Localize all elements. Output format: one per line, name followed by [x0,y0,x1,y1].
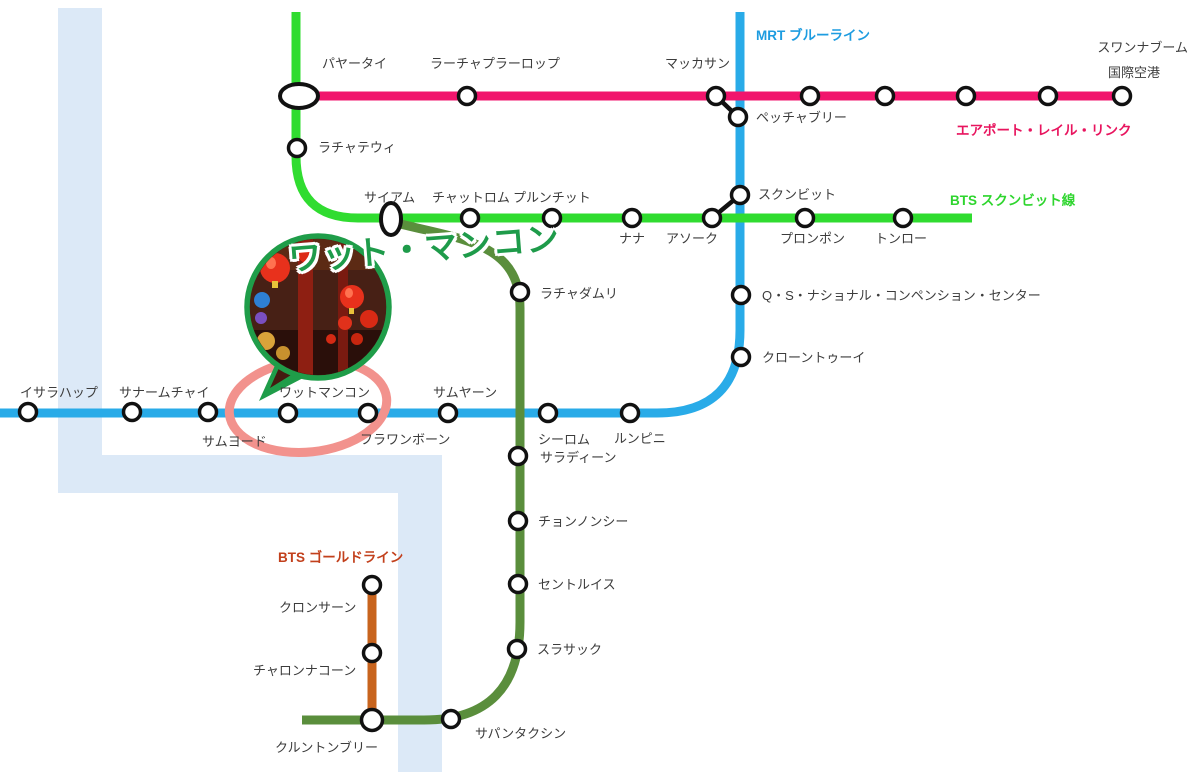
station-chit-lom [459,207,481,229]
airport-rail-link-label: エアポート・レイル・リンク [956,123,1132,138]
station-label-ratchathewi: ラチャテウィ [318,140,396,155]
station-arl [955,85,977,107]
station-thong-lo [892,207,914,229]
station-krung-thonburi-interchange [359,707,385,733]
station-ratchathewi [286,137,308,159]
station-nana [621,207,643,229]
station-label-itsaraphap: イサラハップ [20,385,98,400]
station-label-ratchadamri: ラチャダムリ [540,286,618,301]
station-phrom-phong [794,207,816,229]
station-label-thong-lo: トンロー [875,231,928,246]
wat-mangkon-photo-bubble [244,233,392,401]
chao-phraya-river [58,8,442,772]
station-phaya-thai-interchange [278,82,320,110]
station-label-sala-daeng: サラディーン [540,450,617,465]
station-label-sanam-chai: サナームチャイ [119,385,210,400]
station-label-saphan-taksin: サパンタクシン [475,726,567,741]
station-markers [17,82,1133,733]
station-hua-lamphong [357,402,379,424]
station-label-krung-thonburi: クルントンブリー [275,740,378,755]
station-label-charoen-nakhon: チャロンナコーン [253,663,357,678]
station-arl [799,85,821,107]
station-sam-yot [197,401,219,423]
station-sukhumvit [729,184,751,206]
station-label-phaya-thai: パヤータイ [322,56,388,71]
station-label-suvarnabhumi-line2: 国際空港 [1107,65,1160,80]
station-label-qsncc: Q・S・ナショナル・コンペンション・センター [762,288,1041,303]
station-saint-louis [507,573,529,595]
station-saphan-taksin [440,708,462,730]
station-khlong-toei [730,346,752,368]
station-phloen-chit [541,207,563,229]
station-qsncc [730,284,752,306]
mrt-blue-line [0,12,745,418]
station-sanam-chai [121,401,143,423]
station-label-sam-yan: サムヤーン [433,385,498,400]
station-label-sam-yot: サムヨード [202,434,267,449]
station-wat-mangkon [277,402,299,424]
mrt-blue-line-label: MRT ブルーライン [756,28,870,43]
station-suvarnabhumi [1111,85,1133,107]
station-label-asok: アソーク [666,231,719,246]
station-si-lom [537,402,559,424]
bts-sukhumvit-line [291,12,972,223]
station-label-siam: サイアム [364,190,416,205]
station-label-makkasan: マッカサン [665,56,731,71]
station-label-ratchaprarop: ラーチャプラーロップ [430,56,560,71]
station-label-suvarnabhumi-line1: スワンナブーム [1097,40,1188,55]
station-label-lumphini: ルンピニ [614,431,666,446]
station-label-khlong-san: クロンサーン [279,600,357,615]
station-label-phetchaburi: ペッチャブリー [756,110,847,125]
station-chong-nonsi [507,510,529,532]
station-makkasan [705,85,727,107]
station-label-wat-mangkon: ワットマンコン [279,385,371,400]
bts-sukhumvit-line-label: BTS スクンビット線 [950,193,1076,208]
station-label-khlong-toei: クローントゥーイ [762,350,866,365]
station-label-chit-lom: チャットロム [432,190,510,205]
station-charoen-nakhon [361,642,383,664]
station-arl [874,85,896,107]
station-siam-interchange [379,201,403,237]
station-phetchaburi [727,106,749,128]
station-label-si-lom: シーロム [538,432,591,447]
station-label-hua-lamphong: フラワンボーン [360,432,451,447]
station-arl [1037,85,1059,107]
station-label-phrom-phong: プロンポン [780,231,846,246]
station-lumphini [619,402,641,424]
station-label-saint-louis: セントルイス [538,577,616,592]
station-ratchadamri [509,281,531,303]
station-asok [701,207,723,229]
bts-gold-line-label: BTS ゴールドライン [278,550,404,565]
station-itsaraphap [17,401,39,423]
station-label-phloen-chit: プルンチット [513,190,591,205]
station-khlong-san [361,574,383,596]
station-sam-yan [437,402,459,424]
station-label-sukhumvit: スクンビット [758,187,837,202]
station-label-chong-nonsi: チョンノンシー [538,514,629,529]
station-label-surasak: スラサック [537,642,603,657]
station-surasak [506,638,528,660]
station-sala-daeng [507,445,529,467]
station-ratchaprarop [456,85,478,107]
station-label-nana: ナナ [619,231,646,246]
